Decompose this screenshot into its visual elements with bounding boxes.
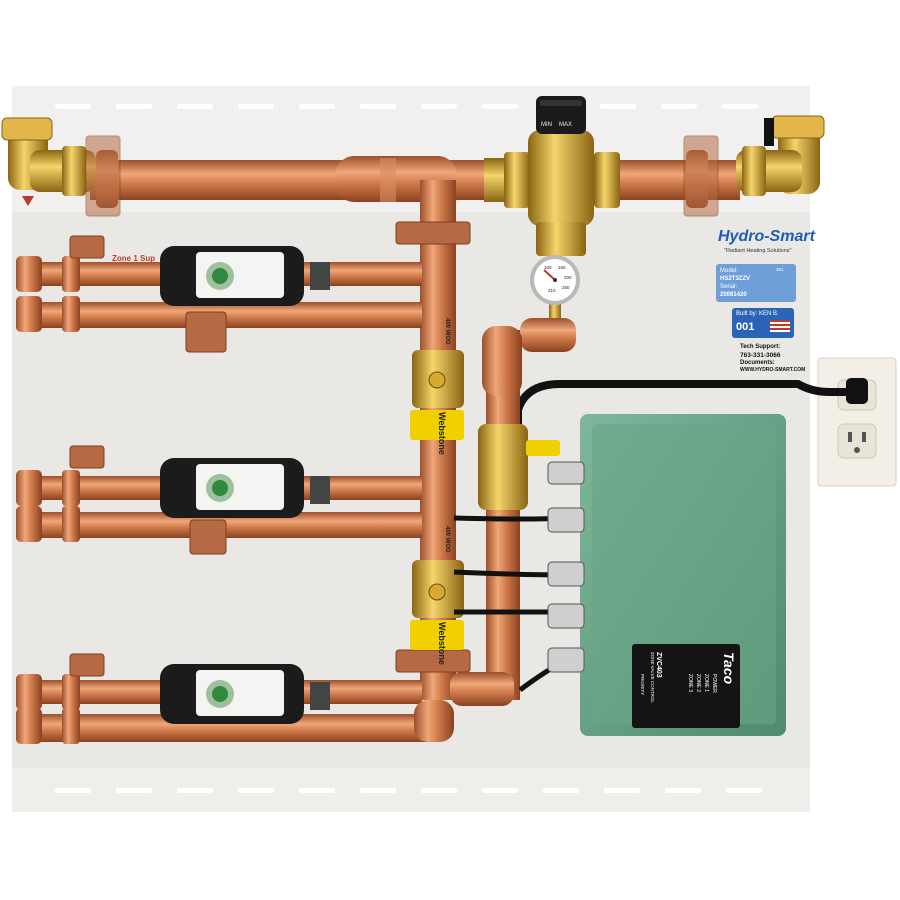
- model-label-card: Model: 301 HS2T3ZZV Serial: 20081420: [716, 264, 796, 302]
- support-phone: 763-331-3066: [740, 352, 781, 359]
- gauge-tick-250: 250: [562, 285, 570, 290]
- model-label: Model:: [720, 268, 739, 274]
- cable-glands: [547, 461, 585, 673]
- led-power: POWER: [711, 674, 717, 693]
- mixing-valve: [484, 130, 620, 256]
- led-zone-3: ZONE 3: [687, 674, 693, 693]
- hydro-smart-logo: Hydro-Smart: [718, 228, 815, 245]
- led-zone-1: ZONE 1: [703, 674, 709, 693]
- serial-value: 20081420: [720, 292, 747, 298]
- taco-desc: ZONE VALVE CONTROL: [650, 652, 655, 703]
- gauge-tick-200: 200: [564, 275, 572, 280]
- webstone-label-2: Webstone: [437, 622, 447, 665]
- serial-label: Serial:: [720, 284, 738, 290]
- zone-1-supply-label: Zone 1 Sup: [112, 254, 156, 263]
- left-brass-elbow: [1, 117, 96, 196]
- documents-url: WWW.HYDRO-SMART.COM: [740, 367, 806, 373]
- power-cord: [514, 380, 862, 444]
- mixing-min-label: MIN: [541, 122, 552, 128]
- red-arrow-icon: [22, 196, 34, 206]
- right-brass-elbow: [736, 115, 825, 196]
- rail-slots-bottom: [55, 788, 762, 793]
- wog-mark-2: 400 WOG: [444, 526, 450, 553]
- ball-valve-return[interactable]: [478, 424, 560, 510]
- wall-outlet: [817, 357, 897, 487]
- support-label: Tech Support:: [740, 344, 781, 350]
- wog-mark-1: 400 WOG: [444, 318, 450, 345]
- built-number: 001: [736, 321, 755, 333]
- mixing-valve-knob[interactable]: [536, 96, 586, 134]
- rail-slots-top: [55, 104, 758, 109]
- zone-valve-2: [160, 458, 330, 518]
- model-code: 301: [776, 267, 784, 272]
- led-zone-2: ZONE 2: [695, 674, 701, 693]
- ball-valve-2[interactable]: [410, 560, 464, 650]
- gauge-max-label: 210: [548, 288, 556, 293]
- hydro-smart-tagline: "Radiant Heating Solutions": [724, 248, 792, 254]
- pipe-clamps: [69, 135, 719, 677]
- gauge-tick-150: 150: [558, 265, 566, 270]
- webstone-label-1: Webstone: [437, 412, 447, 455]
- return-pipe: [450, 318, 576, 706]
- gauge-tick-100: 100: [544, 265, 552, 270]
- mixing-max-label: MAX: [559, 122, 573, 128]
- temperature-gauge: [530, 255, 580, 330]
- top-supply-pipe: [90, 150, 740, 208]
- taco-brand: Taco: [721, 652, 737, 685]
- built-by-label: Built by: KEN B.: [736, 311, 779, 317]
- zone-valve-3: [160, 664, 330, 724]
- taco-model: ZVC403: [655, 652, 662, 678]
- priority-label: PRIORITY: [640, 674, 645, 696]
- zone-valve-1: [160, 246, 330, 306]
- gauge-needle: [543, 269, 556, 281]
- model-value: HS2T3ZZV: [720, 276, 751, 282]
- flag-icon: [770, 320, 790, 332]
- documents-label: Documents:: [740, 360, 775, 366]
- ball-valve-1[interactable]: [410, 350, 464, 440]
- taco-label-panel: Taco ZVC403 ZONE VALVE CONTROL POWER ZON…: [632, 644, 740, 728]
- built-by-card: Built by: KEN B. 001: [732, 308, 794, 338]
